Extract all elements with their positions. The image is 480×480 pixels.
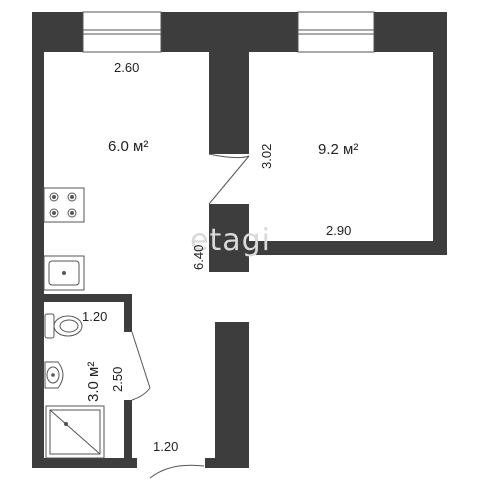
bathroom-area-label: 3.0 м² [85, 362, 102, 402]
door-entrance-icon [149, 464, 205, 479]
window-icon [82, 11, 162, 53]
kitchen-area-label: 6.0 м² [108, 138, 148, 155]
bath-top-label: 1.20 [82, 309, 107, 324]
bath-bottom-label: 1.20 [153, 439, 178, 454]
shower-icon [45, 405, 105, 459]
door-room-icon [208, 153, 250, 205]
toilet-icon [44, 313, 83, 339]
corridor-length-label: 6.40 [191, 245, 206, 270]
bath-height-label: 2.50 [110, 367, 125, 392]
room-side-label: 3.02 [259, 144, 274, 169]
room-width-label: 2.90 [326, 223, 351, 238]
room-area-label: 9.2 м² [318, 141, 358, 158]
door-bathroom-icon [131, 331, 151, 401]
watermark: etagi [190, 223, 271, 258]
window-icon [297, 11, 375, 53]
kitchen-width-label: 2.60 [114, 60, 139, 75]
stove-icon [43, 187, 85, 223]
washbasin-icon [44, 361, 64, 389]
sink-icon [43, 255, 85, 291]
walls [32, 12, 447, 468]
